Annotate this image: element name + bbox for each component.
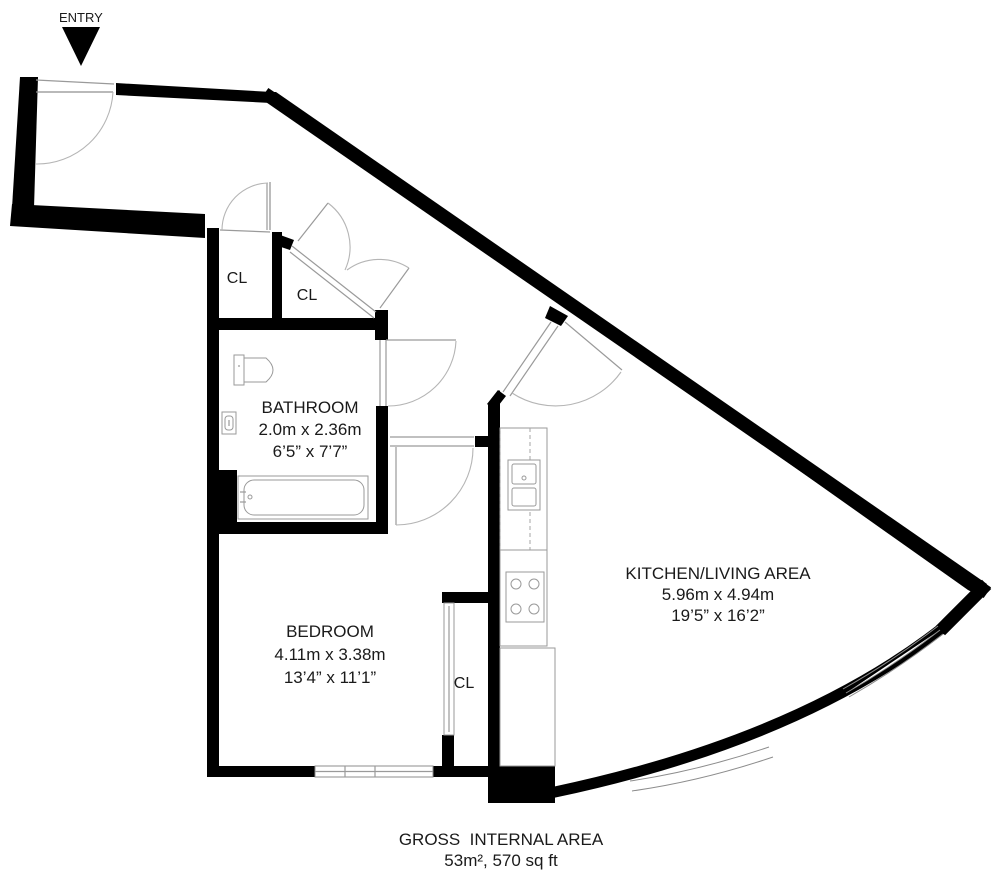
closet1-door-swing <box>221 182 269 231</box>
wall-closet3-north <box>442 592 497 603</box>
room-name-closet-1: CL <box>227 270 248 287</box>
fridge-unit <box>499 647 556 767</box>
bathroom-fixtures <box>221 354 369 520</box>
window-curve-2-line-a <box>629 746 770 782</box>
wall-bathroom-east-b <box>376 438 388 532</box>
room-name-closet-3: CL <box>454 675 475 692</box>
bedroom-door[interactable] <box>390 436 474 526</box>
closet2-double-door[interactable] <box>289 202 410 319</box>
wall-bathroom-south <box>207 522 388 534</box>
entry-arrow-icon <box>62 27 100 66</box>
wall-hall-west <box>12 77 38 208</box>
kitchen-door-swing <box>511 371 622 407</box>
room-metric-kitchen: 5.96m x 4.94m <box>662 585 774 604</box>
basin-icon <box>221 411 237 435</box>
wall-diagonal-stroke <box>260 87 992 599</box>
closet1-door-threshold <box>219 229 271 233</box>
kitchen-door-threshold-b <box>509 325 559 397</box>
gross-area-title: GROSS INTERNAL AREA <box>399 830 604 849</box>
entry-door[interactable] <box>35 79 115 165</box>
entry-marker: ENTRY <box>59 10 103 66</box>
hob-icon <box>505 571 545 623</box>
closet3-sliding-door[interactable] <box>443 602 455 736</box>
closet2-door-leaf-b <box>379 267 410 309</box>
closet1-door[interactable] <box>219 182 271 233</box>
wall-bedroom-south-b <box>433 766 493 777</box>
bathroom-door[interactable] <box>379 339 457 407</box>
entry-label: ENTRY <box>59 10 103 25</box>
bedroom-door-swing <box>395 447 474 526</box>
wall-closet2-north <box>272 232 294 250</box>
wall-south-base <box>488 765 555 803</box>
room-metric-bathroom: 2.0m x 2.36m <box>259 420 362 439</box>
window-curve-1 <box>845 629 941 694</box>
kitchen-door[interactable] <box>502 321 623 407</box>
wall-closet2-east <box>375 310 388 340</box>
wall-bathroom-east-a <box>376 406 388 438</box>
window-curve-2-line-b <box>631 756 774 792</box>
room-name-kitchen: KITCHEN/LIVING AREA <box>625 564 811 583</box>
interior-walls <box>207 232 568 771</box>
wall-bedroom-south-a <box>207 766 315 777</box>
wall-hall-bedroom <box>475 436 497 447</box>
bathroom-door-swing <box>387 340 457 407</box>
room-metric-bedroom: 4.11m x 3.38m <box>274 645 385 664</box>
wall-east-tip <box>935 579 992 636</box>
area-summary: GROSS INTERNAL AREA 53m², 570 sq ft <box>399 830 604 870</box>
wall-hall-north <box>116 83 272 103</box>
wall-kitchen-door-post <box>545 306 568 326</box>
room-name-bathroom: BATHROOM <box>262 398 359 417</box>
window-curve-2 <box>630 747 773 791</box>
kitchen-fixtures <box>499 427 556 767</box>
wall-closets-south <box>207 318 387 330</box>
room-name-bedroom: BEDROOM <box>286 622 374 641</box>
closet2-door-swing-a <box>327 202 351 271</box>
closet2-door-swing-b <box>346 258 410 271</box>
kitchen-door-threshold <box>502 321 552 393</box>
closet2-door-leaf-a <box>297 202 329 242</box>
room-imperial-kitchen: 19’5” x 16’2” <box>671 606 765 625</box>
label-kitchen: KITCHEN/LIVING AREA 5.96m x 4.94m 19’5” … <box>625 564 811 625</box>
gross-area-value: 53m², 570 sq ft <box>444 851 558 870</box>
window-curve-1-line-a <box>842 625 939 690</box>
wall-curve-south <box>548 618 953 799</box>
room-imperial-bedroom: 13’4” x 11’1” <box>284 668 377 687</box>
wall-hall-south <box>10 204 205 238</box>
wall-west-thick <box>207 470 237 525</box>
toilet-icon <box>233 354 274 386</box>
wall-closet3-south-post <box>442 735 454 771</box>
exterior-walls <box>10 77 992 803</box>
wall-kitchen-west <box>488 390 500 768</box>
closet2-door-threshold <box>291 245 377 313</box>
wall-closet1-east <box>272 232 282 320</box>
entry-door-swing <box>35 91 114 165</box>
closet2-door-threshold-b <box>289 251 375 319</box>
entry-door-threshold <box>35 79 115 85</box>
wall-kitchen-door-post-low <box>487 390 506 410</box>
kitchen-door-leaf <box>564 321 623 371</box>
sink-icon <box>507 459 541 511</box>
window-curve-1-line-b <box>848 633 944 698</box>
label-bedroom: BEDROOM 4.11m x 3.38m 13’4” x 11’1” <box>274 622 385 687</box>
label-bathroom: BATHROOM 2.0m x 2.36m 6’5” x 7’7” <box>259 398 362 461</box>
room-name-closet-2: CL <box>297 287 318 304</box>
bathtub-icon <box>237 475 369 520</box>
room-imperial-bathroom: 6’5” x 7’7” <box>273 442 348 461</box>
